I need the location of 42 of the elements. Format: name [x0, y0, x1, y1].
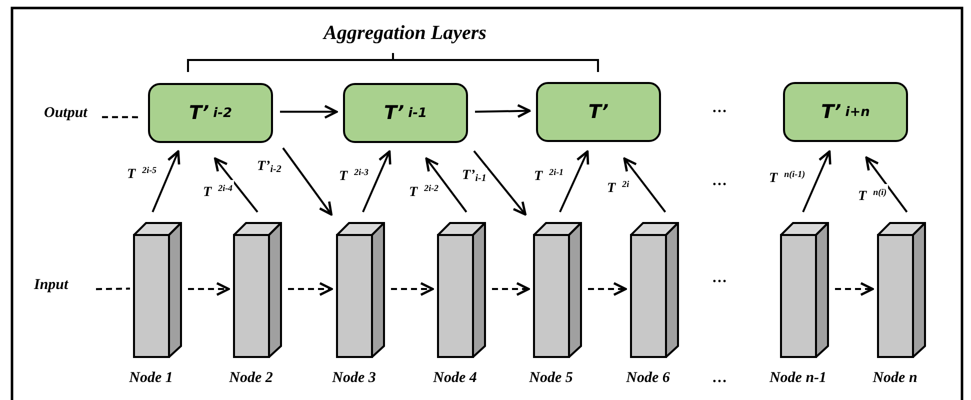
- node-label: Node 6: [626, 370, 670, 387]
- node-label: Node n: [872, 370, 918, 387]
- dashed-arrow: [288, 282, 333, 296]
- arrow: [425, 157, 468, 213]
- arrow: [282, 147, 332, 216]
- cuboid-node: [233, 222, 282, 358]
- cuboid-node: [630, 222, 679, 358]
- ellipsis: …: [712, 100, 728, 117]
- section-heading: Aggregation Layers: [324, 22, 486, 45]
- node-label: Node 5: [529, 370, 573, 387]
- node-label: Node 2: [229, 370, 273, 387]
- arrow: [214, 157, 258, 213]
- arrow: [280, 104, 338, 119]
- dashed-arrow: [188, 282, 230, 296]
- output-box: T’: [536, 82, 661, 142]
- arrow: [559, 150, 590, 212]
- arrow: [152, 150, 180, 212]
- dashed-arrow: [492, 282, 530, 296]
- cuboid-node: [533, 222, 582, 358]
- cuboid-node: [877, 222, 926, 358]
- ellipsis: …: [712, 173, 728, 190]
- dashed-arrow: [588, 282, 627, 296]
- node-label: Node n-1: [769, 370, 827, 387]
- arrow: [362, 150, 392, 212]
- node-label: Node 1: [129, 370, 173, 387]
- arrow: [473, 150, 527, 216]
- dashed-line: [96, 288, 130, 290]
- cuboid-node: [336, 222, 385, 358]
- input-label: Input: [34, 277, 92, 299]
- cuboid-node: [780, 222, 829, 358]
- arrow: [474, 104, 531, 118]
- cuboid-node: [437, 222, 486, 358]
- dashed-arrow: [391, 282, 434, 296]
- node-label: Node 3: [332, 370, 376, 387]
- dashed-arrow: [835, 282, 874, 296]
- node-label: Node 4: [433, 370, 477, 387]
- cuboid-node: [133, 222, 182, 358]
- ellipsis: …: [712, 270, 728, 287]
- arrow: [865, 156, 908, 213]
- ellipsis: …: [712, 370, 728, 387]
- output-label: Output: [44, 105, 100, 127]
- arrow: [802, 150, 832, 212]
